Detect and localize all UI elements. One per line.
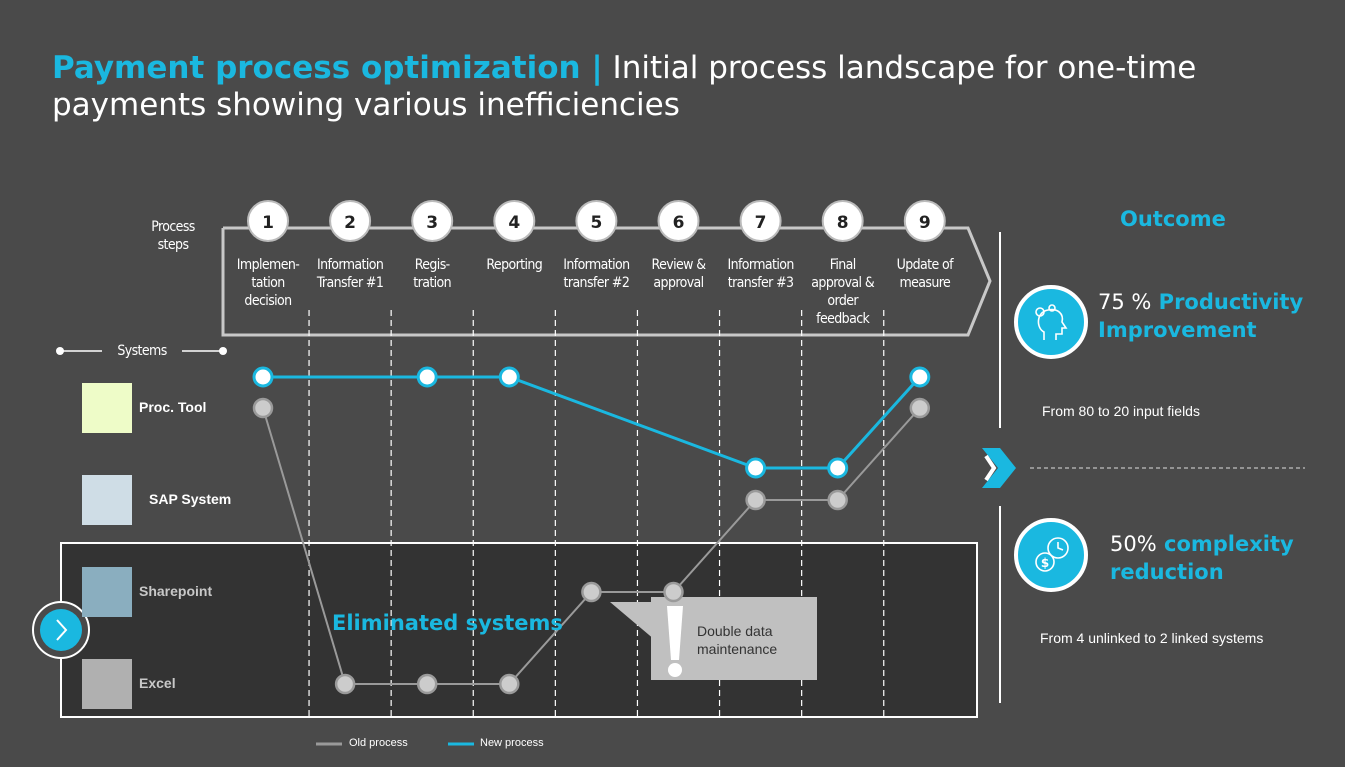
- chevron-right-icon: [982, 448, 1016, 488]
- new-process-node: [416, 366, 438, 388]
- system-swatch: [82, 475, 132, 525]
- step-number-circle: [329, 200, 372, 242]
- next-button[interactable]: [40, 609, 82, 651]
- step-number-circle: [821, 200, 864, 242]
- step-label: Review &approval: [651, 257, 707, 291]
- old-process-node: [252, 397, 274, 419]
- step-number: 4: [508, 213, 520, 233]
- old-process-node: [663, 581, 684, 603]
- old-process-node: [745, 489, 766, 511]
- eliminated-systems-box: [60, 542, 978, 718]
- callout-pointer: [610, 602, 655, 640]
- systems-dot-right: [219, 347, 227, 355]
- old-process-node: [581, 581, 602, 603]
- money-clock-glyph: [1035, 537, 1069, 572]
- new-process-node: [498, 366, 520, 388]
- system-swatch: [82, 383, 132, 433]
- new-process-node: [827, 457, 849, 479]
- dollar-glyph: $: [1041, 556, 1049, 570]
- step-number: 7: [755, 213, 767, 233]
- systems-dot-left: [56, 347, 64, 355]
- old-process-node: [499, 673, 520, 695]
- step-number: 2: [344, 213, 356, 233]
- system-label: SAP System: [149, 491, 232, 507]
- old-process-node: [827, 489, 848, 511]
- old-process-node: [334, 673, 356, 695]
- step-number: 5: [590, 213, 602, 233]
- head-gears-icon: [1014, 285, 1088, 359]
- old-process-node: [416, 673, 438, 695]
- step-number-circle: [575, 200, 618, 242]
- legend-new: New process: [480, 737, 544, 749]
- outcome-complexity-detail: From 4 unlinked to 2 linked systems: [1040, 630, 1264, 646]
- new-process-node: [745, 457, 767, 479]
- systems-label: Systems: [117, 343, 167, 359]
- page-title: Payment process optimization | Initial p…: [52, 50, 1197, 123]
- system-swatch: [82, 659, 132, 709]
- system-label: Sharepoint: [139, 583, 213, 599]
- exclamation-icon: [667, 606, 683, 677]
- step-number: 9: [919, 213, 931, 233]
- head-gears-glyph: [1035, 304, 1068, 340]
- step-number-circle: [903, 200, 946, 242]
- system-label: Proc. Tool: [139, 399, 207, 415]
- step-number-circle: [493, 200, 536, 242]
- step-number: 6: [673, 213, 685, 233]
- step-number-circle: [657, 200, 700, 242]
- step-number-circle: [739, 200, 782, 242]
- old-process-node: [909, 397, 931, 419]
- step-label: Reporting: [486, 257, 543, 273]
- chevron-inner: [984, 454, 997, 482]
- new-process-node: [252, 366, 274, 388]
- new-process-line: [263, 375, 921, 470]
- outcome-title: Outcome: [1120, 207, 1226, 231]
- step-number: 3: [426, 213, 438, 233]
- step-number-circle: [247, 200, 289, 242]
- new-process-node: [909, 366, 931, 388]
- step-number-circle: [411, 200, 454, 242]
- step-number: 1: [262, 213, 274, 233]
- legend-old: Old process: [349, 737, 408, 749]
- eliminated-systems-label: Eliminated systems: [332, 611, 563, 635]
- chevron-right-icon: [56, 619, 68, 641]
- step-label: Regis-tration: [413, 257, 452, 291]
- system-swatch: [82, 567, 132, 617]
- system-label: Excel: [139, 675, 176, 691]
- step-number: 8: [837, 213, 849, 233]
- outcome-productivity-detail: From 80 to 20 input fields: [1042, 403, 1200, 419]
